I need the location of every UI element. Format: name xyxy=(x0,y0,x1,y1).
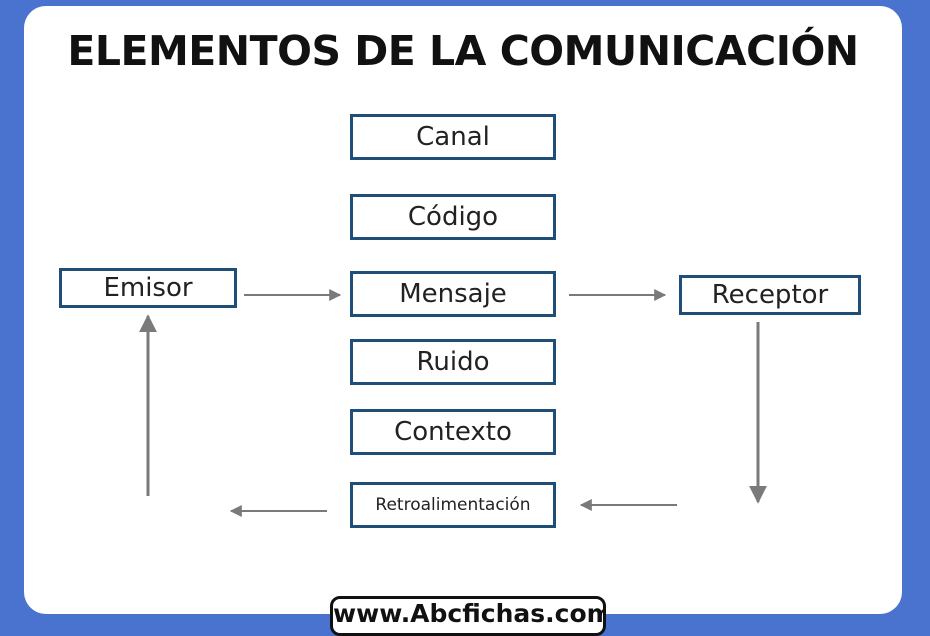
node-emisor: Emisor xyxy=(59,268,237,308)
node-ruido: Ruido xyxy=(350,339,556,385)
website-footer[interactable]: www.Abcfichas.com xyxy=(330,596,606,636)
node-codigo: Código xyxy=(350,194,556,240)
node-receptor: Receptor xyxy=(679,275,861,315)
node-mensaje: Mensaje xyxy=(350,271,556,317)
node-retroalimentacion: Retroalimentación xyxy=(350,482,556,528)
diagram-arrows xyxy=(139,289,767,517)
page-title: ELEMENTOS DE LA COMUNICACIÓN xyxy=(67,27,859,75)
node-canal: Canal xyxy=(350,114,556,160)
node-contexto: Contexto xyxy=(350,409,556,455)
